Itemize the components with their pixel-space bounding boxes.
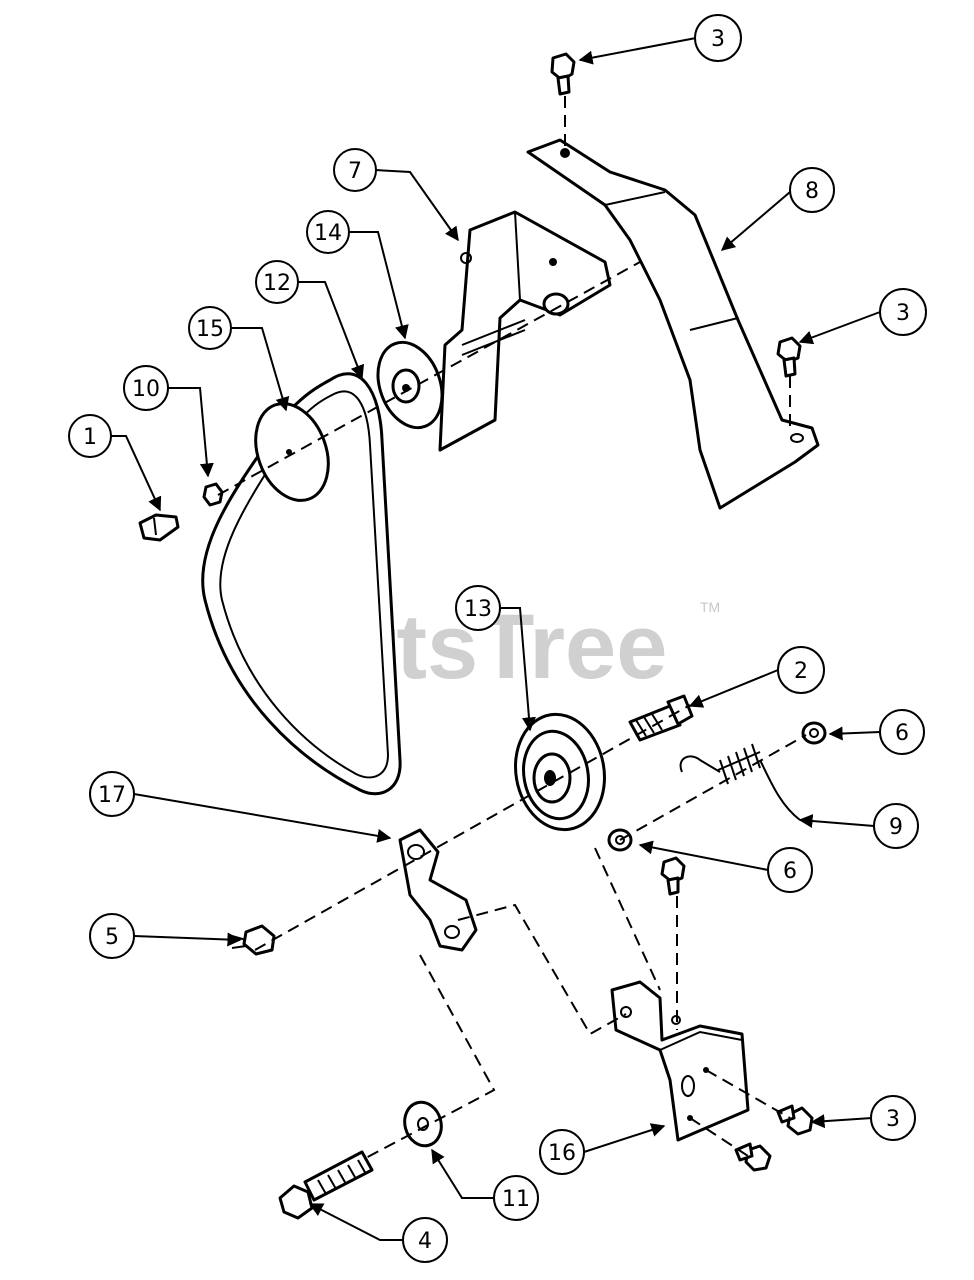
bolt-1 bbox=[138, 513, 180, 542]
nut-5 bbox=[231, 924, 276, 956]
callout-2: 2 bbox=[777, 646, 825, 694]
svg-text:8: 8 bbox=[805, 179, 819, 204]
idler-arm-17 bbox=[398, 828, 478, 952]
screw-bracket-top bbox=[660, 856, 686, 896]
svg-text:4: 4 bbox=[418, 1229, 432, 1254]
nut-6-right bbox=[801, 721, 827, 745]
callout-3-top: 3 bbox=[694, 14, 742, 62]
svg-text:15: 15 bbox=[196, 317, 224, 342]
callout-5: 5 bbox=[89, 913, 135, 959]
svg-text:12: 12 bbox=[263, 271, 291, 296]
svg-text:9: 9 bbox=[889, 815, 903, 840]
callout-12: 12 bbox=[255, 260, 299, 304]
callout-3-lower: 3 bbox=[870, 1095, 916, 1141]
watermark-trademark: TM bbox=[700, 599, 720, 615]
callout-3-right: 3 bbox=[879, 288, 927, 336]
assembly-lines bbox=[217, 96, 807, 1161]
svg-text:11: 11 bbox=[502, 1187, 530, 1212]
svg-text:3: 3 bbox=[711, 27, 725, 52]
callout-9: 9 bbox=[873, 803, 919, 849]
callout-8: 8 bbox=[789, 167, 835, 213]
callout-6-right: 6 bbox=[879, 709, 925, 755]
callout-7: 7 bbox=[333, 148, 377, 192]
svg-text:17: 17 bbox=[98, 783, 126, 808]
svg-text:1: 1 bbox=[83, 425, 97, 450]
callout-1: 1 bbox=[68, 414, 112, 458]
bracket-7 bbox=[438, 210, 612, 452]
callout-11: 11 bbox=[493, 1175, 539, 1221]
svg-text:5: 5 bbox=[105, 925, 119, 950]
pulley-15 bbox=[254, 402, 330, 502]
spring-9 bbox=[679, 743, 801, 821]
callout-6-lower: 6 bbox=[767, 847, 813, 893]
svg-text:7: 7 bbox=[348, 159, 362, 184]
svg-text:3: 3 bbox=[896, 301, 910, 326]
leader-lines bbox=[110, 37, 881, 1241]
callout-16: 16 bbox=[539, 1129, 585, 1175]
pulley-13 bbox=[514, 712, 606, 832]
callout-bubbles: 1 2 3 3 3 4 5 6 bbox=[68, 14, 927, 1263]
screw-3-top bbox=[550, 52, 576, 96]
bracket-16 bbox=[610, 980, 750, 1142]
screw-3-lower bbox=[776, 1104, 814, 1136]
screw-3-right bbox=[776, 336, 802, 378]
callout-17: 17 bbox=[89, 771, 135, 817]
callout-15: 15 bbox=[188, 306, 232, 350]
svg-text:3: 3 bbox=[886, 1107, 900, 1132]
idler-pulley-14 bbox=[376, 340, 444, 430]
bracket-8 bbox=[526, 138, 820, 510]
bolt-2 bbox=[628, 694, 694, 742]
svg-text:16: 16 bbox=[548, 1141, 576, 1166]
nut-10 bbox=[202, 482, 224, 507]
svg-text:10: 10 bbox=[132, 377, 160, 402]
bolt-4 bbox=[278, 1150, 374, 1220]
svg-text:6: 6 bbox=[783, 859, 797, 884]
callout-14: 14 bbox=[306, 210, 350, 254]
svg-text:13: 13 bbox=[464, 597, 492, 622]
callout-13: 13 bbox=[455, 585, 501, 631]
svg-text:14: 14 bbox=[314, 221, 342, 246]
svg-text:6: 6 bbox=[895, 721, 909, 746]
svg-text:2: 2 bbox=[794, 659, 808, 684]
callout-4: 4 bbox=[402, 1217, 448, 1263]
washer-11 bbox=[403, 1100, 443, 1148]
callout-10: 10 bbox=[123, 365, 169, 411]
screw-lower bbox=[734, 1142, 772, 1172]
